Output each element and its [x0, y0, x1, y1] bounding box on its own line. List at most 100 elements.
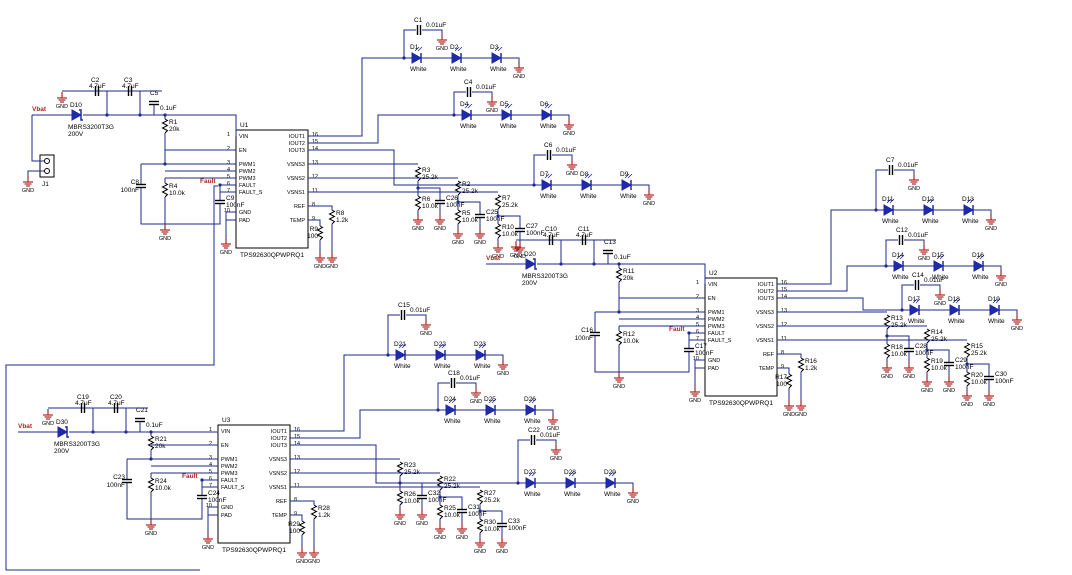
light-arrow: [441, 343, 447, 349]
cap-value: 4.7uF: [89, 83, 106, 90]
led-value: White: [580, 193, 597, 200]
diode-body: [57, 426, 69, 438]
resistor: [161, 118, 169, 134]
resistor-value: 20k: [623, 275, 634, 282]
ic-pin-label: GND: [708, 358, 720, 364]
ground-label: GND: [474, 240, 486, 246]
ground-symbol: GND: [643, 189, 655, 207]
cap-value: 100nF: [428, 497, 446, 504]
wire: [983, 265, 1002, 270]
cap-refdes: C11: [578, 226, 590, 233]
resistor-value: 10.0k: [169, 190, 186, 197]
capacitor: [135, 417, 145, 423]
resistor-value: 1.2k: [336, 217, 349, 224]
wire: [517, 439, 530, 483]
ground-symbol: GND: [689, 386, 701, 404]
ic-body: [704, 277, 778, 397]
ic-pin-label: PAD: [708, 366, 719, 372]
wire: [904, 239, 925, 244]
resistor: [785, 373, 793, 389]
resistor-refdes: R25: [444, 505, 456, 512]
capacitor: [400, 310, 406, 320]
cap-refdes: C5: [150, 90, 159, 97]
led-refdes: D22: [434, 341, 446, 348]
ic-pin-label: REF: [294, 204, 306, 210]
resistor-value: 25.2k: [971, 350, 988, 357]
wire: [631, 184, 650, 189]
capacitor: [603, 249, 613, 255]
ic-part-number: TPS92630QPWPRQ1: [222, 547, 286, 554]
capacitor: [548, 235, 554, 245]
ground-symbol: GND: [452, 228, 464, 246]
led-value: White: [410, 66, 427, 73]
resistor: [298, 520, 306, 536]
resistor-value: 20k: [169, 126, 180, 133]
light-arrow: [547, 103, 553, 109]
wire: [777, 209, 884, 285]
led-refdes: D2: [450, 44, 459, 51]
wire: [927, 349, 950, 362]
light-arrow: [491, 398, 497, 404]
wire: [290, 514, 303, 521]
led-refdes: D29: [604, 469, 616, 476]
ground-symbol: GND: [513, 62, 525, 80]
light-arrow: [417, 46, 423, 52]
ground-symbol: GND: [783, 400, 795, 418]
schottky-diode: [57, 426, 69, 438]
cap-refdes: C15: [398, 302, 410, 309]
led-refdes: D3: [490, 44, 499, 51]
ground-symbol: GND: [627, 487, 639, 505]
ground-symbol: GND: [314, 252, 326, 270]
wire: [875, 169, 888, 210]
wire: [150, 450, 218, 460]
ground-label: GND: [220, 250, 232, 256]
pin-number: 8: [294, 497, 297, 503]
pin-number: 6: [209, 476, 212, 482]
ground-label: GND: [434, 226, 446, 232]
resistor-refdes: R15: [971, 343, 983, 350]
ic-pin-label: IOUT2: [758, 289, 774, 295]
cap-value: 100nF: [915, 350, 933, 357]
cap-refdes: C28: [915, 343, 927, 350]
ground-symbol: GND: [961, 390, 973, 408]
cap-value: 0.1uF: [614, 254, 631, 261]
led-body: [923, 204, 935, 216]
ground-symbol: GND: [918, 244, 930, 262]
ground-label: GND: [985, 226, 997, 232]
ground-symbol: GND: [202, 533, 214, 551]
ground-label: GND: [492, 254, 504, 260]
wire: [615, 482, 634, 487]
led-refdes: D14: [892, 252, 904, 259]
wire: [290, 409, 446, 439]
light-arrow: [889, 198, 895, 204]
wire: [5, 185, 218, 571]
resistor-refdes: R27: [484, 490, 496, 497]
light-arrow: [507, 103, 513, 109]
wire: [83, 114, 237, 136]
wire: [894, 169, 915, 174]
led-refdes: D26: [524, 396, 536, 403]
cap-value: 0.01uF: [556, 147, 576, 154]
led-body: [949, 304, 961, 316]
ground-symbol: GND: [420, 319, 432, 337]
driver-block-3: U3TPS92630QPWPRQ1VINENPWM1PWM2PWM3FAULTF…: [18, 302, 639, 565]
pin-number: 4: [696, 315, 699, 321]
light-arrow: [886, 198, 892, 204]
resistor-refdes: R24: [155, 478, 167, 485]
led-value: White: [922, 218, 939, 225]
ground-label: GND: [995, 282, 1007, 288]
junction-dot: [91, 430, 95, 434]
junction-dot: [452, 113, 456, 117]
led-refdes: D24: [444, 396, 456, 403]
cap-refdes: C8: [131, 179, 140, 186]
ic-pin-label: TEMP: [272, 513, 288, 519]
led-value: White: [932, 274, 949, 281]
wire: [456, 382, 477, 387]
light-arrow: [969, 198, 975, 204]
light-arrow: [896, 254, 902, 260]
ground-symbol: GND: [547, 414, 559, 432]
cap-refdes: C24: [208, 490, 220, 497]
